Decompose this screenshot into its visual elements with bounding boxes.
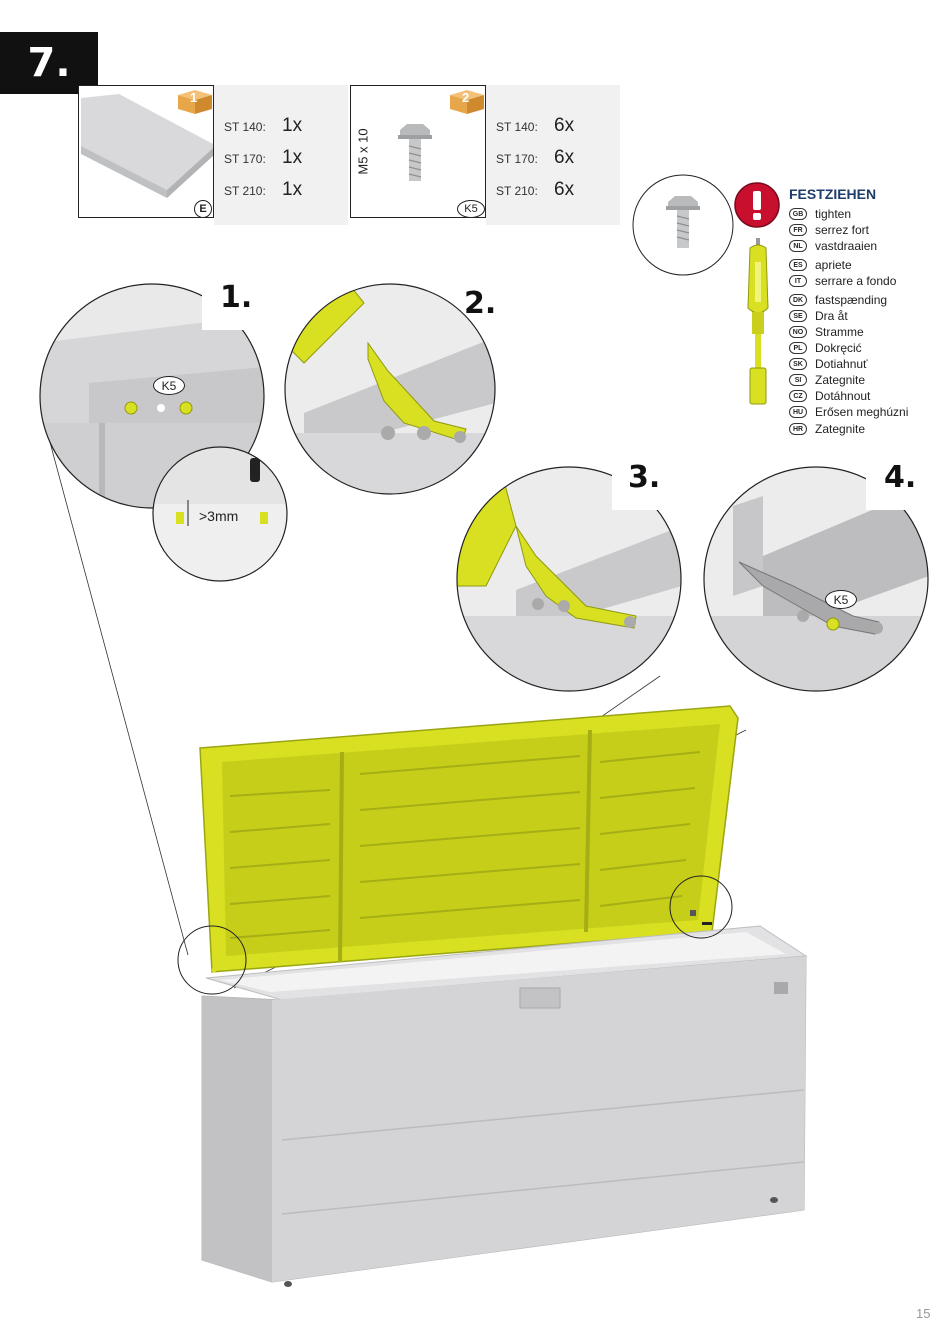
quantity-panel-2: ST 140:6x ST 170:6x ST 210:6x: [486, 85, 620, 225]
detail-circle-2: [284, 283, 496, 495]
hinge-highlight-circle-left: [177, 925, 247, 995]
substep-number-2: 2.: [464, 286, 497, 321]
screwdriver-icon: [747, 238, 769, 405]
part-box-screw-k5: M5 x 10 2 K5: [350, 85, 486, 218]
quantity-row: ST 140:6x: [496, 115, 575, 136]
tighten-screw-circle: [632, 174, 734, 276]
detail-circle-4: [703, 466, 929, 692]
hinge-highlight-circle-right: [669, 875, 733, 939]
quantity-row: ST 170:1x: [224, 147, 303, 168]
substep-number-3: 3.: [612, 456, 682, 510]
package-box-icon: 1: [175, 87, 215, 120]
detail-circle-1: [39, 283, 265, 509]
tighten-title: FESTZIEHEN: [789, 186, 877, 202]
part-letter-k5: K5: [457, 200, 485, 218]
language-code: CZ: [789, 390, 807, 402]
part-letter-e: E: [194, 200, 212, 218]
screw-icon: [398, 124, 432, 181]
language-code: PL: [789, 342, 807, 354]
substep-number-4: 4.: [866, 456, 936, 510]
gap-measurement-label: >3mm: [199, 508, 239, 524]
language-code: NO: [789, 326, 807, 338]
language-code: SK: [789, 358, 807, 370]
panel-illustration: [81, 94, 213, 198]
quantity-panel-1: ST 140:1x ST 170:1x ST 210:1x: [214, 85, 348, 225]
page-number: 15: [916, 1306, 931, 1321]
language-code: SE: [789, 310, 807, 322]
language-code: IT: [789, 275, 807, 287]
part-box-panel-e: 1 E: [78, 85, 214, 218]
language-code: DK: [789, 294, 807, 306]
quantity-row: ST 140:1x: [224, 115, 303, 136]
language-code: FR: [789, 224, 807, 236]
substep-number-1: 1.: [202, 276, 264, 330]
quantity-row: ST 210:6x: [496, 179, 575, 200]
language-code: HU: [789, 406, 807, 418]
package-number: 2: [462, 90, 470, 105]
quantity-row: ST 210:1x: [224, 179, 303, 200]
step-number-badge: 7.: [0, 32, 98, 94]
detail-k5-label: K5: [825, 590, 857, 609]
warning-icon: [734, 182, 780, 228]
language-code: SI: [789, 374, 807, 386]
storage-box-illustration: [199, 705, 808, 1287]
package-number: 1: [190, 90, 198, 105]
language-code: ES: [789, 259, 807, 271]
quantity-row: ST 170:6x: [496, 147, 575, 168]
language-code: HR: [789, 423, 807, 435]
detail-circle-3: [456, 466, 682, 692]
detail-k5-label: K5: [153, 376, 185, 395]
language-code: NL: [789, 240, 807, 252]
package-box-icon: 2: [447, 87, 487, 120]
language-code: GB: [789, 208, 807, 220]
gap-detail-circle: [152, 446, 288, 582]
